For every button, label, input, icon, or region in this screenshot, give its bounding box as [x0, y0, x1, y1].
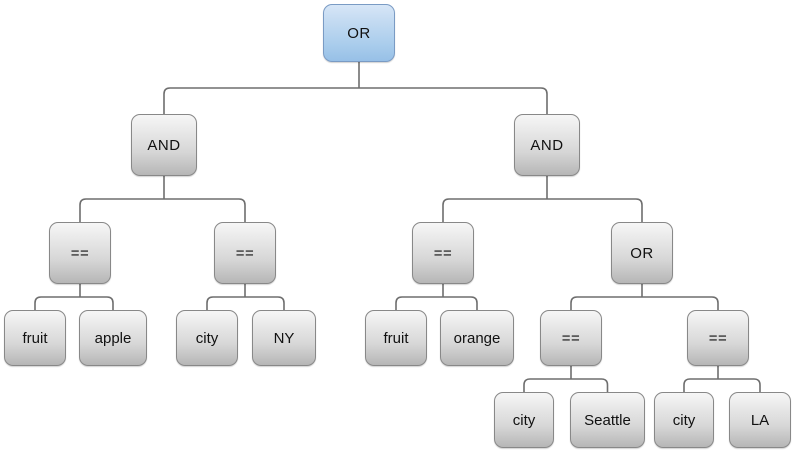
tree-edge — [34, 296, 80, 310]
tree-edge — [80, 296, 114, 310]
tree-node-or[interactable]: OR — [323, 4, 395, 62]
tree-node-label: OR — [347, 24, 371, 42]
tree-node-la[interactable]: LA — [729, 392, 791, 448]
tree-node-label: == — [561, 329, 581, 347]
tree-node-label: apple — [94, 329, 132, 347]
tree-edge — [206, 296, 245, 310]
tree-node-and[interactable]: AND — [131, 114, 197, 176]
tree-node-city[interactable]: city — [654, 392, 714, 448]
tree-edge — [571, 378, 609, 392]
tree-node-label: NY — [273, 329, 295, 347]
tree-node-label: fruit — [383, 329, 409, 347]
tree-edge — [523, 378, 571, 392]
tree-node-label: Seattle — [584, 411, 631, 429]
tree-node-[interactable]: == — [540, 310, 602, 366]
tree-node-city[interactable]: city — [494, 392, 554, 448]
tree-edge — [718, 378, 761, 392]
tree-node-fruit[interactable]: fruit — [365, 310, 427, 366]
tree-node-seattle[interactable]: Seattle — [570, 392, 645, 448]
tree-edge — [359, 87, 548, 114]
tree-node-label: == — [433, 244, 453, 262]
tree-edge — [245, 296, 285, 310]
tree-node-label: == — [70, 244, 90, 262]
tree-edge — [442, 198, 547, 222]
tree-node-label: AND — [147, 136, 181, 154]
tree-node-[interactable]: == — [49, 222, 111, 284]
tree-node-label: city — [672, 411, 696, 429]
tree-edge — [163, 87, 359, 114]
tree-node-label: fruit — [22, 329, 48, 347]
tree-node-[interactable]: == — [687, 310, 749, 366]
tree-node-[interactable]: == — [214, 222, 276, 284]
tree-edge — [395, 296, 443, 310]
tree-edge — [642, 296, 719, 310]
tree-node-ny[interactable]: NY — [252, 310, 316, 366]
tree-node-label: == — [235, 244, 255, 262]
tree-node-label: LA — [750, 411, 770, 429]
tree-node-city[interactable]: city — [176, 310, 238, 366]
tree-edge — [570, 296, 642, 310]
tree-edge — [164, 198, 246, 222]
tree-node-orange[interactable]: orange — [440, 310, 514, 366]
tree-edge — [79, 198, 164, 222]
tree-edge — [683, 378, 718, 392]
tree-node-label: city — [195, 329, 219, 347]
tree-node-and[interactable]: AND — [514, 114, 580, 176]
tree-node-fruit[interactable]: fruit — [4, 310, 66, 366]
tree-node-label: == — [708, 329, 728, 347]
tree-node-[interactable]: == — [412, 222, 474, 284]
tree-node-label: city — [512, 411, 536, 429]
tree-node-apple[interactable]: apple — [79, 310, 147, 366]
tree-edge — [547, 198, 643, 222]
tree-node-label: orange — [453, 329, 501, 347]
tree-edge — [443, 296, 478, 310]
tree-node-or[interactable]: OR — [611, 222, 673, 284]
tree-node-label: AND — [530, 136, 564, 154]
tree-node-label: OR — [630, 244, 654, 262]
